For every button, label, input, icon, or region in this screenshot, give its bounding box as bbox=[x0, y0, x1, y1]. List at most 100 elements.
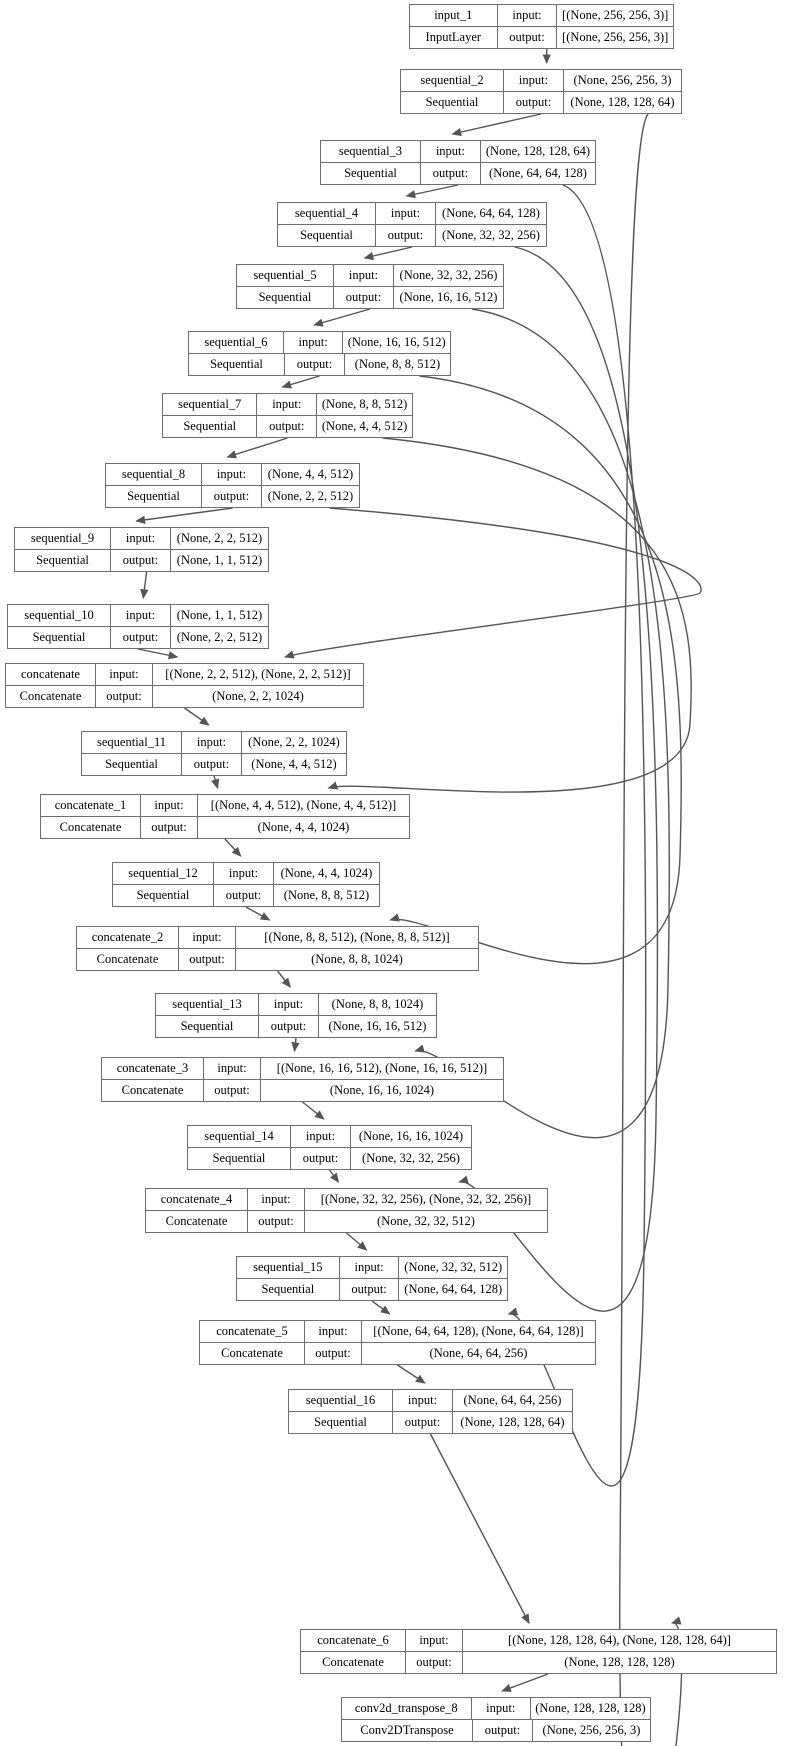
layer-class: Conv2DTranspose bbox=[342, 1720, 473, 1741]
edge-sequential_2-to-concatenate_6 bbox=[619, 113, 683, 1746]
input-label: input: bbox=[111, 528, 171, 549]
input-label: input: bbox=[393, 1390, 453, 1411]
edge-sequential_4-to-concatenate_4 bbox=[458, 246, 659, 1312]
layer-class: Concatenate bbox=[41, 817, 141, 838]
output-shape: (None, 2, 2, 1024) bbox=[212, 689, 304, 703]
output-label: output: bbox=[291, 1148, 351, 1169]
output-shape: (None, 8, 8, 1024) bbox=[311, 952, 403, 966]
input-shape: (None, 8, 8, 512) bbox=[321, 397, 408, 412]
input-shape: [(None, 8, 8, 512), (None, 8, 8, 512)] bbox=[264, 930, 450, 945]
input-label: input: bbox=[498, 5, 558, 26]
edge-sequential_16-to-concatenate_6 bbox=[429, 1433, 530, 1624]
edge-sequential_2-to-sequential_3 bbox=[451, 113, 542, 137]
layer-name: sequential_7 bbox=[163, 394, 258, 415]
output-shape: (None, 4, 4, 512) bbox=[321, 419, 408, 434]
output-label: output: bbox=[334, 287, 394, 308]
layer-name: sequential_15 bbox=[237, 1257, 340, 1278]
output-shape: (None, 2, 2, 512) bbox=[176, 630, 263, 645]
input-label: input: bbox=[248, 1189, 305, 1210]
layer-class: Sequential bbox=[106, 486, 202, 507]
layer-class: Sequential bbox=[163, 416, 258, 437]
edge-sequential_5-to-concatenate_3 bbox=[414, 308, 671, 1139]
edge-concatenate_3-to-sequential_14 bbox=[302, 1101, 325, 1120]
edge-concatenate_6-to-conv2d_transpose_8 bbox=[501, 1673, 549, 1692]
layer-name: conv2d_transpose_8 bbox=[342, 1698, 472, 1719]
edge-sequential_11-to-concatenate_1 bbox=[211, 775, 220, 790]
input-shape: (None, 2, 2, 1024) bbox=[248, 735, 340, 750]
layer-name: concatenate bbox=[6, 664, 96, 685]
layer-class: Concatenate bbox=[77, 949, 179, 970]
input-label: input: bbox=[504, 70, 564, 91]
layer-class: Concatenate bbox=[146, 1211, 248, 1232]
output-label: output: bbox=[179, 949, 236, 970]
edge-sequential_10-to-concatenate bbox=[137, 648, 179, 660]
output-shape: (None, 2, 2, 512) bbox=[267, 489, 354, 504]
edge-concatenate_5-to-sequential_16 bbox=[397, 1364, 426, 1384]
input-label: input: bbox=[376, 203, 436, 224]
layer-class: Sequential bbox=[188, 1148, 291, 1169]
input-shape: (None, 32, 32, 512) bbox=[404, 1260, 503, 1275]
input-shape: (None, 16, 16, 512) bbox=[347, 335, 446, 350]
input-label: input: bbox=[182, 732, 242, 753]
edge-sequential_5-to-sequential_6 bbox=[313, 308, 371, 327]
output-label: output: bbox=[421, 163, 481, 184]
edge-concatenate_1-to-sequential_12 bbox=[224, 838, 242, 857]
layer-class: Sequential bbox=[8, 627, 111, 648]
output-shape: (None, 128, 128, 128) bbox=[564, 1655, 675, 1669]
output-label: output: bbox=[393, 1412, 453, 1433]
layer-name: sequential_12 bbox=[113, 863, 214, 884]
input-shape: (None, 16, 16, 1024) bbox=[358, 1129, 464, 1144]
input-shape: (None, 8, 8, 1024) bbox=[331, 997, 424, 1012]
input-shape: (None, 1, 1, 512) bbox=[176, 608, 263, 623]
output-shape: (None, 4, 4, 512) bbox=[251, 757, 337, 772]
layer-class: Sequential bbox=[321, 163, 421, 184]
edge-sequential_13-to-concatenate_3 bbox=[291, 1037, 300, 1053]
input-shape: [(None, 128, 128, 64), (None, 128, 128, … bbox=[508, 1633, 731, 1648]
output-label: output: bbox=[340, 1279, 400, 1300]
input-label: input: bbox=[291, 1126, 351, 1147]
output-shape: (None, 64, 64, 128) bbox=[489, 166, 587, 181]
output-shape: (None, 4, 4, 1024) bbox=[257, 820, 350, 834]
input-label: input: bbox=[141, 795, 198, 816]
output-shape: (None, 64, 64, 128) bbox=[404, 1282, 503, 1297]
layer-class: Sequential bbox=[82, 754, 182, 775]
input-label: input: bbox=[284, 332, 344, 353]
layer-class: Sequential bbox=[237, 287, 334, 308]
layer-class: Sequential bbox=[401, 92, 504, 113]
edge-sequential_6-to-sequential_7 bbox=[281, 375, 320, 389]
edge-sequential_14-to-concatenate_4 bbox=[328, 1169, 340, 1183]
input-label: input: bbox=[257, 394, 318, 415]
output-label: output: bbox=[96, 686, 153, 707]
input-shape: (None, 4, 4, 1024) bbox=[280, 866, 373, 881]
input-shape: [(None, 2, 2, 512), (None, 2, 2, 512)] bbox=[165, 667, 351, 682]
output-label: output: bbox=[111, 550, 171, 571]
layer-name: concatenate_6 bbox=[301, 1630, 406, 1651]
layer-class: Concatenate bbox=[102, 1080, 204, 1101]
input-label: input: bbox=[340, 1257, 400, 1278]
output-shape: (None, 128, 128, 64) bbox=[570, 95, 675, 110]
output-shape: (None, 1, 1, 512) bbox=[176, 553, 263, 568]
output-label: output: bbox=[504, 92, 564, 113]
layer-class: Sequential bbox=[156, 1016, 259, 1037]
edge-sequential_12-to-concatenate_2 bbox=[245, 906, 271, 921]
edge-concatenate_4-to-sequential_15 bbox=[346, 1232, 368, 1251]
layer-class: Concatenate bbox=[6, 686, 96, 707]
edge-sequential_9-to-sequential_10 bbox=[140, 571, 149, 600]
input-shape: [(None, 256, 256, 3)] bbox=[562, 8, 669, 23]
output-shape: (None, 32, 32, 512) bbox=[377, 1214, 475, 1228]
output-shape: (None, 16, 16, 1024) bbox=[329, 1083, 435, 1097]
